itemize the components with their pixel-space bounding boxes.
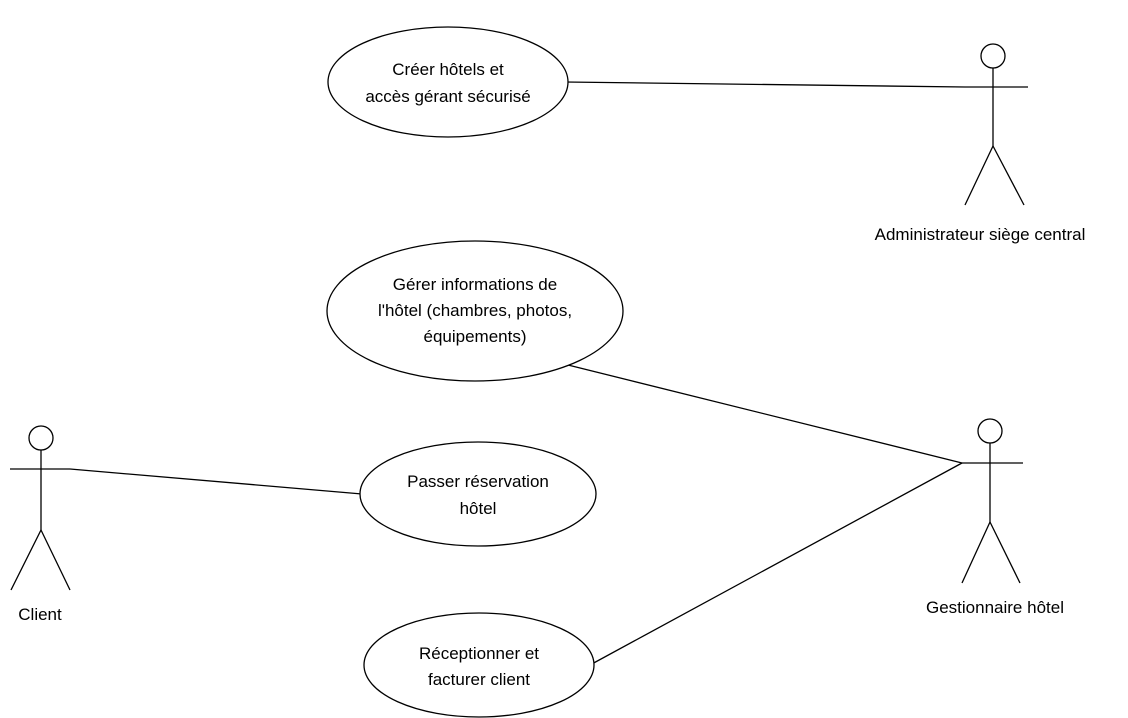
actor-label: Gestionnaire hôtel (926, 598, 1064, 617)
use-case-ellipse (326, 240, 624, 382)
use-case-reception[interactable]: Réceptionner et facturer client (363, 612, 595, 718)
use-case-label-line: Passer réservation (407, 472, 549, 491)
association-admin-create-hotels (564, 81, 966, 88)
use-case-label-line: Gérer informations de (393, 275, 557, 294)
use-case-ellipse (327, 26, 569, 138)
use-case-label-line: Créer hôtels et (392, 60, 504, 79)
actor-label: Administrateur siège central (875, 225, 1086, 244)
actor-manager[interactable]: Gestionnaire hôtel (926, 418, 1064, 617)
actor-label: Client (18, 605, 62, 624)
use-case-label-line: équipements) (423, 327, 526, 346)
actor-client[interactable]: Client (10, 425, 71, 624)
association-manager-reception (589, 462, 963, 666)
use-case-label-line: hôtel (460, 499, 497, 518)
use-case-label-line: accès gérant sécurisé (365, 87, 530, 106)
actor-stick-figure-icon (964, 43, 1028, 206)
use-case-label-line: l'hôtel (chambres, photos, (378, 301, 572, 320)
use-case-manage-info[interactable]: Gérer informations de l'hôtel (chambres,… (326, 240, 624, 382)
use-case-ellipse (359, 441, 597, 547)
use-case-create-hotels[interactable]: Créer hôtels et accès gérant sécurisé (327, 26, 569, 138)
association-client-reservation (69, 468, 363, 495)
actor-stick-figure-icon (961, 418, 1023, 584)
actor-admin[interactable]: Administrateur siège central (875, 43, 1086, 244)
use-case-ellipse (363, 612, 595, 718)
use-case-reservation[interactable]: Passer réservation hôtel (359, 441, 597, 547)
actor-stick-figure-icon (10, 425, 71, 591)
use-case-label-line: Réceptionner et (419, 644, 539, 663)
use-case-label-line: facturer client (428, 670, 530, 689)
association-manager-manage-info (567, 364, 963, 464)
